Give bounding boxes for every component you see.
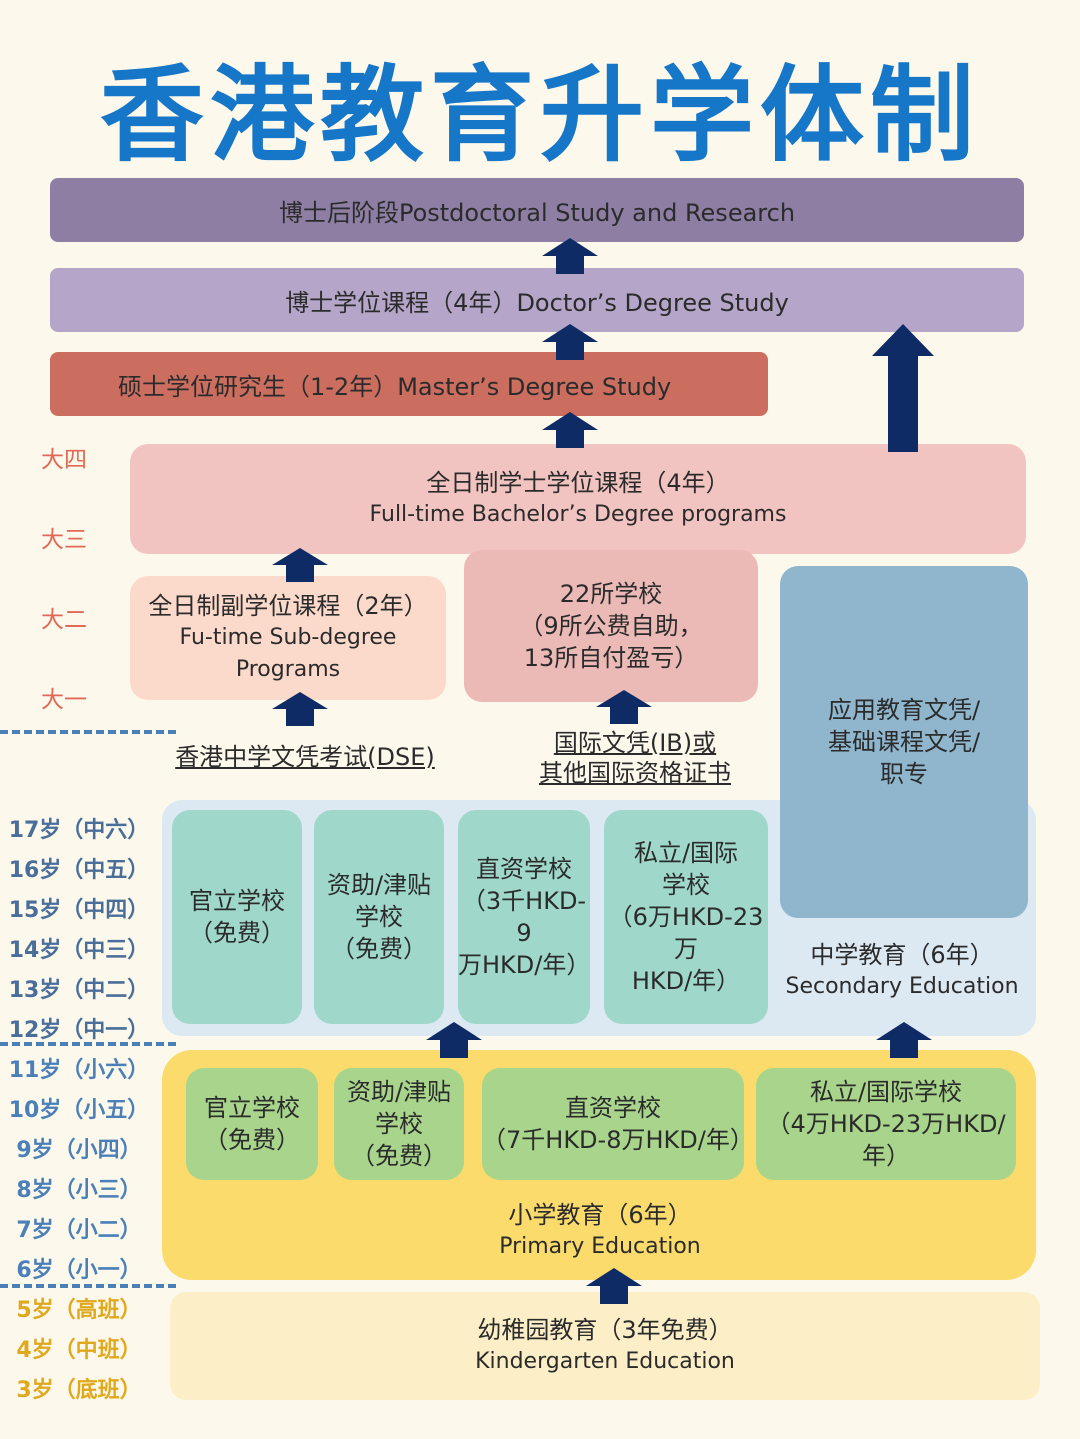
- master-bar: 硕士学位研究生（1-2年）Master’s Degree Study: [50, 352, 768, 416]
- primary-school-government-l1: 官立学校: [204, 1094, 300, 1122]
- primary-school-aided-l3: （免费）: [351, 1142, 447, 1170]
- age-p4: 9岁（小四）: [16, 1138, 142, 1163]
- year-label-1: 大一: [41, 687, 87, 713]
- age-p3: 8岁（小三）: [16, 1178, 142, 1203]
- ib-label: 国际文凭(IB)或 其他国际资格证书: [510, 728, 760, 788]
- secondary-school-private-l2: 学校: [662, 871, 710, 899]
- arrow-master-to-doctor: [542, 324, 598, 360]
- year-label-2: 大二: [41, 607, 87, 633]
- bachelor-box: 全日制学士学位课程（4年） Full-time Bachelor’s Degre…: [130, 444, 1026, 554]
- age-p6: 11岁（小六）: [8, 1058, 150, 1083]
- primary-school-aided: 资助/津贴 学校 （免费）: [334, 1068, 464, 1180]
- arrow-kindergarten-to-primary: [586, 1268, 642, 1304]
- arrow-bachelor-to-doctor: [872, 324, 934, 452]
- page-title: 香港教育升学体制: [99, 54, 980, 176]
- vocational-l1: 应用教育文凭/: [827, 696, 981, 724]
- schools22-l2: （9所公费自助，: [519, 612, 703, 640]
- subdegree-en2: Programs: [235, 657, 341, 682]
- secondary-school-dss-l2: （3千HKD-9: [461, 887, 587, 947]
- postdoc-label: 博士后阶段Postdoctoral Study and Research: [278, 198, 796, 227]
- bachelor-en: Full-time Bachelor’s Degree programs: [369, 502, 787, 527]
- secondary-school-aided: 资助/津贴 学校 （免费）: [314, 810, 444, 1024]
- secondary-school-private-l4: HKD/年）: [631, 967, 741, 995]
- ib-line1: 国际文凭(IB)或: [553, 729, 717, 757]
- primary-school-dss-l1: 直资学校: [565, 1094, 661, 1122]
- doctor-label: 博士学位课程（4年）Doctor’s Degree Study: [285, 288, 789, 317]
- secondary-school-government-l1: 官立学校: [189, 887, 285, 915]
- secondary-school-dss-l1: 直资学校: [476, 855, 572, 883]
- age-k1: 3岁（底班）: [16, 1378, 142, 1403]
- arrow-bachelor-to-master: [542, 412, 598, 448]
- secondary-school-government-l2: （免费）: [189, 919, 285, 947]
- secondary-school-aided-l2: 学校: [355, 903, 403, 931]
- age-s2: 13岁（中二）: [8, 978, 150, 1003]
- divider-secondary: [0, 1042, 176, 1046]
- primary-label: 小学教育（6年） Primary Education: [400, 1196, 800, 1266]
- primary-label-en: Primary Education: [499, 1234, 701, 1259]
- secondary-school-aided-l3: （免费）: [331, 935, 427, 963]
- secondary-school-private-l1: 私立/国际: [633, 839, 739, 867]
- vocational-l2: 基础课程文凭/: [827, 728, 981, 756]
- age-p1: 6岁（小一）: [16, 1258, 142, 1283]
- secondary-label: 中学教育（6年） Secondary Education: [780, 936, 1024, 1006]
- arrow-primary-to-vocational: [876, 1022, 932, 1058]
- kindergarten-section: 幼稚园教育（3年免费） Kindergarten Education: [170, 1292, 1040, 1400]
- primary-label-cn: 小学教育（6年）: [508, 1201, 692, 1229]
- age-s4: 15岁（中四）: [8, 898, 150, 923]
- secondary-school-private-l3: （6万HKD-23万: [608, 903, 764, 963]
- dse-label: 香港中学文凭考试(DSE): [175, 743, 435, 771]
- primary-school-dss: 直资学校 （7千HKD-8万HKD/年）: [482, 1068, 754, 1180]
- arrow-doctor-to-postdoc: [542, 238, 598, 274]
- secondary-school-aided-l1: 资助/津贴: [326, 871, 432, 899]
- schools22-l3: 13所自付盈亏）: [523, 644, 699, 672]
- age-k2: 4岁（中班）: [16, 1338, 142, 1363]
- vocational-box: 应用教育文凭/ 基础课程文凭/ 职专: [780, 566, 1028, 918]
- age-p2: 7岁（小二）: [16, 1218, 142, 1243]
- schools22-box: 22所学校 （9所公费自助， 13所自付盈亏）: [464, 550, 758, 702]
- primary-school-government-l2: （免费）: [204, 1126, 300, 1154]
- ib-line2: 其他国际资格证书: [539, 759, 731, 787]
- primary-school-private: 私立/国际学校 （4万HKD-23万HKD/年）: [756, 1068, 1016, 1180]
- year-label-4: 大四: [41, 447, 87, 473]
- divider-primary: [0, 1284, 176, 1288]
- primary-school-dss-l2: （7千HKD-8万HKD/年）: [482, 1126, 754, 1154]
- age-s1: 12岁（中一）: [8, 1018, 150, 1043]
- divider-university: [0, 730, 176, 734]
- secondary-school-private: 私立/国际 学校 （6万HKD-23万 HKD/年）: [604, 810, 768, 1024]
- kindergarten-en: Kindergarten Education: [475, 1349, 735, 1374]
- year-label-3: 大三: [41, 527, 87, 553]
- secondary-school-dss-l3: 万HKD/年）: [458, 951, 591, 979]
- primary-school-aided-l1: 资助/津贴: [346, 1078, 452, 1106]
- secondary-label-en: Secondary Education: [785, 974, 1019, 999]
- postdoc-bar: 博士后阶段Postdoctoral Study and Research: [50, 178, 1024, 242]
- arrow-dse-to-subdegree: [272, 692, 328, 726]
- arrow-primary-to-secondary: [426, 1022, 482, 1058]
- arrow-ib-to-schools22: [596, 690, 652, 724]
- primary-school-private-l2: （4万HKD-23万HKD/年）: [766, 1110, 1006, 1170]
- secondary-label-cn: 中学教育（6年）: [810, 941, 994, 969]
- age-s3: 14岁（中三）: [8, 938, 150, 963]
- age-s5: 16岁（中五）: [8, 858, 150, 883]
- subdegree-en1: Fu-time Sub-degree: [179, 625, 397, 650]
- age-s6: 17岁（中六）: [8, 818, 150, 843]
- schools22-l1: 22所学校: [559, 580, 663, 608]
- doctor-bar: 博士学位课程（4年）Doctor’s Degree Study: [50, 268, 1024, 332]
- age-p5: 10岁（小五）: [8, 1098, 150, 1123]
- primary-school-private-l1: 私立/国际学校: [809, 1078, 963, 1106]
- bachelor-cn: 全日制学士学位课程（4年）: [426, 469, 730, 497]
- primary-school-aided-l2: 学校: [375, 1110, 423, 1138]
- kindergarten-cn: 幼稚园教育（3年免费）: [477, 1316, 733, 1344]
- secondary-school-government: 官立学校 （免费）: [172, 810, 302, 1024]
- vocational-l3: 职专: [880, 760, 928, 788]
- master-label: 硕士学位研究生（1-2年）Master’s Degree Study: [118, 372, 672, 401]
- primary-school-government: 官立学校 （免费）: [186, 1068, 318, 1180]
- age-k3: 5岁（高班）: [16, 1298, 142, 1323]
- secondary-school-dss: 直资学校 （3千HKD-9 万HKD/年）: [458, 810, 590, 1024]
- subdegree-box: 全日制副学位课程（2年） Fu-time Sub-degree Programs: [130, 576, 446, 700]
- subdegree-cn: 全日制副学位课程（2年）: [148, 592, 428, 620]
- arrow-subdegree-to-bachelor: [272, 548, 328, 582]
